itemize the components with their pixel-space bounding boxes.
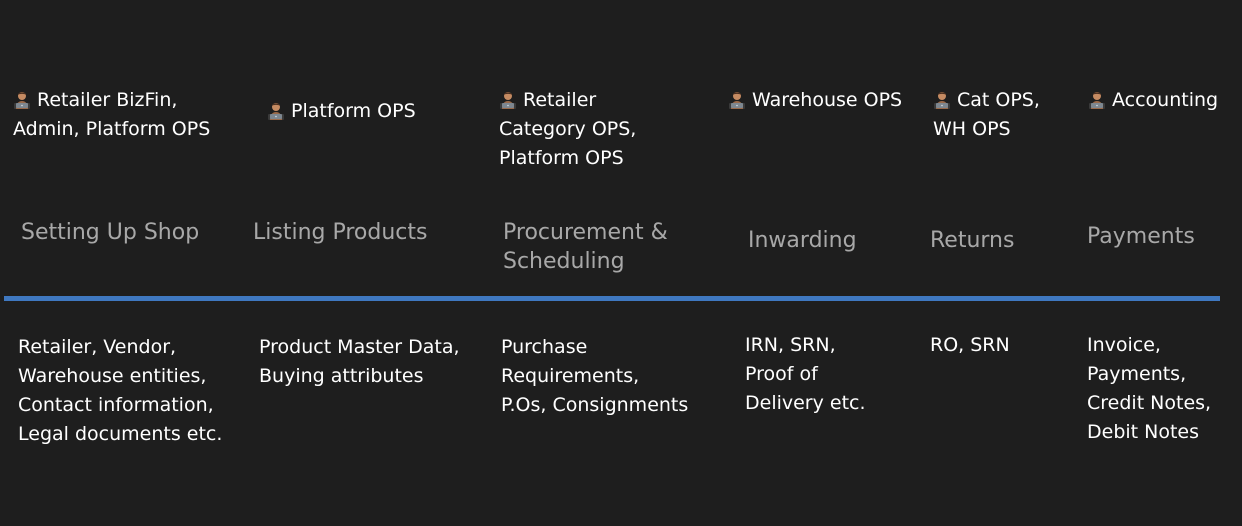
person-at-laptop-icon [499, 89, 517, 109]
owner-text: Warehouse OPS [752, 89, 903, 111]
stage-title-procurement-scheduling: Procurement & Scheduling [503, 220, 668, 274]
owner-label-payments: Accounting [1088, 86, 1218, 115]
person-at-laptop-icon [13, 89, 31, 109]
stage-details-listing-products: Product Master Data, Buying attributes [259, 336, 460, 387]
stage-details-procurement-scheduling: Purchase Requirements, P.Os, Consignment… [501, 336, 689, 416]
owner-label-returns: Cat OPS, WH OPS [933, 86, 1040, 144]
stage-title-payments: Payments [1087, 224, 1195, 249]
owner-text: Retailer Category OPS, Platform OPS [499, 89, 637, 169]
stage-title-returns: Returns [930, 228, 1015, 253]
owner-label-listing-products: Platform OPS [267, 97, 416, 126]
owner-text: Cat OPS, WH OPS [933, 89, 1040, 140]
stage-details-inwarding: IRN, SRN, Proof of Delivery etc. [745, 334, 866, 414]
stage-title-inwarding: Inwarding [748, 228, 857, 253]
person-at-laptop-icon [933, 89, 951, 109]
owner-text: Retailer BizFin, Admin, Platform OPS [13, 89, 211, 140]
stage-details-setting-up-shop: Retailer, Vendor, Warehouse entities, Co… [18, 336, 223, 445]
person-at-laptop-icon [267, 100, 285, 120]
stage-details-returns: RO, SRN [930, 334, 1010, 356]
stage-details-payments: Invoice, Payments, Credit Notes, Debit N… [1087, 334, 1212, 443]
stage-title-setting-up-shop: Setting Up Shop [21, 220, 200, 245]
stage-title-listing-products: Listing Products [253, 220, 428, 245]
owner-label-setting-up-shop: Retailer BizFin, Admin, Platform OPS [13, 86, 210, 144]
person-at-laptop-icon [728, 89, 746, 109]
owner-text: Platform OPS [291, 100, 416, 122]
owner-text: Accounting [1112, 89, 1219, 111]
timeline-line [4, 296, 1220, 301]
owner-label-inwarding: Warehouse OPS [728, 86, 902, 115]
person-at-laptop-icon [1088, 89, 1106, 109]
owner-label-procurement-scheduling: Retailer Category OPS, Platform OPS [499, 86, 636, 173]
